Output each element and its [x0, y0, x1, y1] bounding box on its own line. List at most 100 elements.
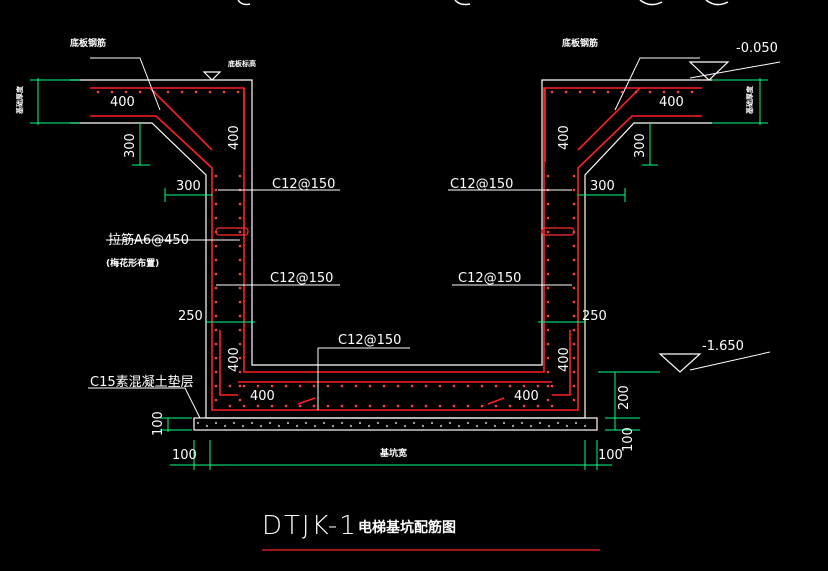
label-pit-width: 基坑宽: [379, 447, 407, 459]
label-tie-bar-note: (梅花形布置): [106, 257, 159, 269]
cushion-dot: [241, 424, 245, 428]
cushion-dot: [367, 424, 371, 428]
cushion-dot: [313, 424, 317, 428]
rebar-dot: [214, 356, 218, 360]
cushion-dot: [250, 421, 254, 425]
rebar-dot: [592, 90, 596, 94]
top-edge-fragments: [237, 0, 729, 6]
dim-cushion-100: 100: [151, 411, 166, 436]
rebar-dot: [238, 370, 242, 374]
rebar-dot: [312, 384, 316, 388]
level-markers: [202, 61, 730, 373]
rebar-dot: [180, 90, 184, 94]
rebar-dot: [546, 370, 550, 374]
rebar-dot: [96, 90, 100, 94]
rebar-dot: [550, 384, 554, 388]
cushion-dot: [385, 424, 389, 428]
cushion-dot: [412, 421, 416, 425]
rebar-dot: [238, 216, 242, 220]
dim-right-400-slope: 400: [557, 125, 572, 150]
rebar-dot: [522, 404, 526, 408]
rebar-dot: [214, 342, 218, 346]
rebar-dot: [572, 286, 576, 290]
rebar-dot: [410, 384, 414, 388]
label-bottom-rebar-left: 底板钢筋: [70, 37, 106, 49]
rebar-dot: [410, 404, 414, 408]
rebar-dot: [238, 258, 242, 262]
rebar-dot: [546, 356, 550, 360]
cushion-dot: [556, 421, 560, 425]
rebar-dot: [238, 328, 242, 332]
rebar-dot: [546, 384, 550, 388]
cushion-dot: [493, 424, 497, 428]
rebar-dot: [546, 202, 550, 206]
rebar-dot: [546, 286, 550, 290]
cushion-dot: [394, 421, 398, 425]
rebar-dot: [438, 384, 442, 388]
leader-lines: [88, 57, 781, 419]
dim-right-200: 200: [617, 385, 632, 410]
rebar-dot: [214, 314, 218, 318]
cushion-dot: [259, 424, 263, 428]
rebar-dot: [110, 90, 114, 94]
rebar-dot: [354, 384, 358, 388]
cushion-dot: [448, 421, 452, 425]
rebar-dot: [138, 90, 142, 94]
cushion-dot: [583, 424, 587, 428]
rebar-dot: [214, 300, 218, 304]
rebar-dot: [124, 90, 128, 94]
rebar-dot: [222, 90, 226, 94]
rebar-dot: [546, 342, 550, 346]
rebar-dot: [676, 90, 680, 94]
rebar-dot: [214, 258, 218, 262]
rebar-dot: [284, 404, 288, 408]
rebar-dot: [572, 174, 576, 178]
label-tie-bar: 拉筋A6@450: [108, 232, 189, 248]
rebar-dot: [238, 244, 242, 248]
cushion-dot: [511, 424, 515, 428]
dim-top-left-400: 400: [110, 95, 135, 110]
rebar-dot: [270, 404, 274, 408]
rebar-dot: [238, 230, 242, 234]
rebar-dot: [546, 300, 550, 304]
cushion-dot: [457, 424, 461, 428]
cushion-dot: [277, 424, 281, 428]
rebar-dot: [572, 258, 576, 262]
rebar-dot: [572, 356, 576, 360]
rebar-dot: [508, 384, 512, 388]
rebar-dot: [572, 300, 576, 304]
label-top-mark: 底板标高: [228, 59, 256, 68]
rebar-dot: [572, 202, 576, 206]
cushion-dot: [223, 424, 227, 428]
cushion-dot: [340, 421, 344, 425]
rebar-dot: [214, 384, 218, 388]
rebar-dot: [242, 404, 246, 408]
rebar-dot: [326, 404, 330, 408]
rebar-dot: [238, 272, 242, 276]
rebar-dot: [452, 404, 456, 408]
rebar-dot: [550, 90, 554, 94]
rebar-dot: [214, 286, 218, 290]
rebar-dot: [572, 370, 576, 374]
rebar-dot: [546, 244, 550, 248]
rebar-dot: [572, 398, 576, 402]
rebar-dot: [238, 398, 242, 402]
rebar-dot: [166, 90, 170, 94]
rebar-dot: [572, 188, 576, 192]
dim-left-400-v: 400: [227, 347, 242, 372]
rebar-dot: [238, 384, 242, 388]
rebar-dot: [214, 272, 218, 276]
label-bottom-rebar-right: 底板钢筋: [562, 37, 598, 49]
rebar-dot: [242, 384, 246, 388]
cushion-dot: [322, 421, 326, 425]
rebar-upper-right: C12@150: [450, 177, 513, 192]
rebar-dot: [572, 342, 576, 346]
cushion-dot: [403, 424, 407, 428]
rebar-upper-left: C12@150: [272, 177, 335, 192]
rebar-dot: [238, 202, 242, 206]
rebar-dot: [424, 404, 428, 408]
rebar-dot: [606, 90, 610, 94]
rebar-mid-left: C12@150: [270, 271, 333, 286]
rebar-dot: [256, 384, 260, 388]
cushion-hatch: [196, 421, 587, 428]
